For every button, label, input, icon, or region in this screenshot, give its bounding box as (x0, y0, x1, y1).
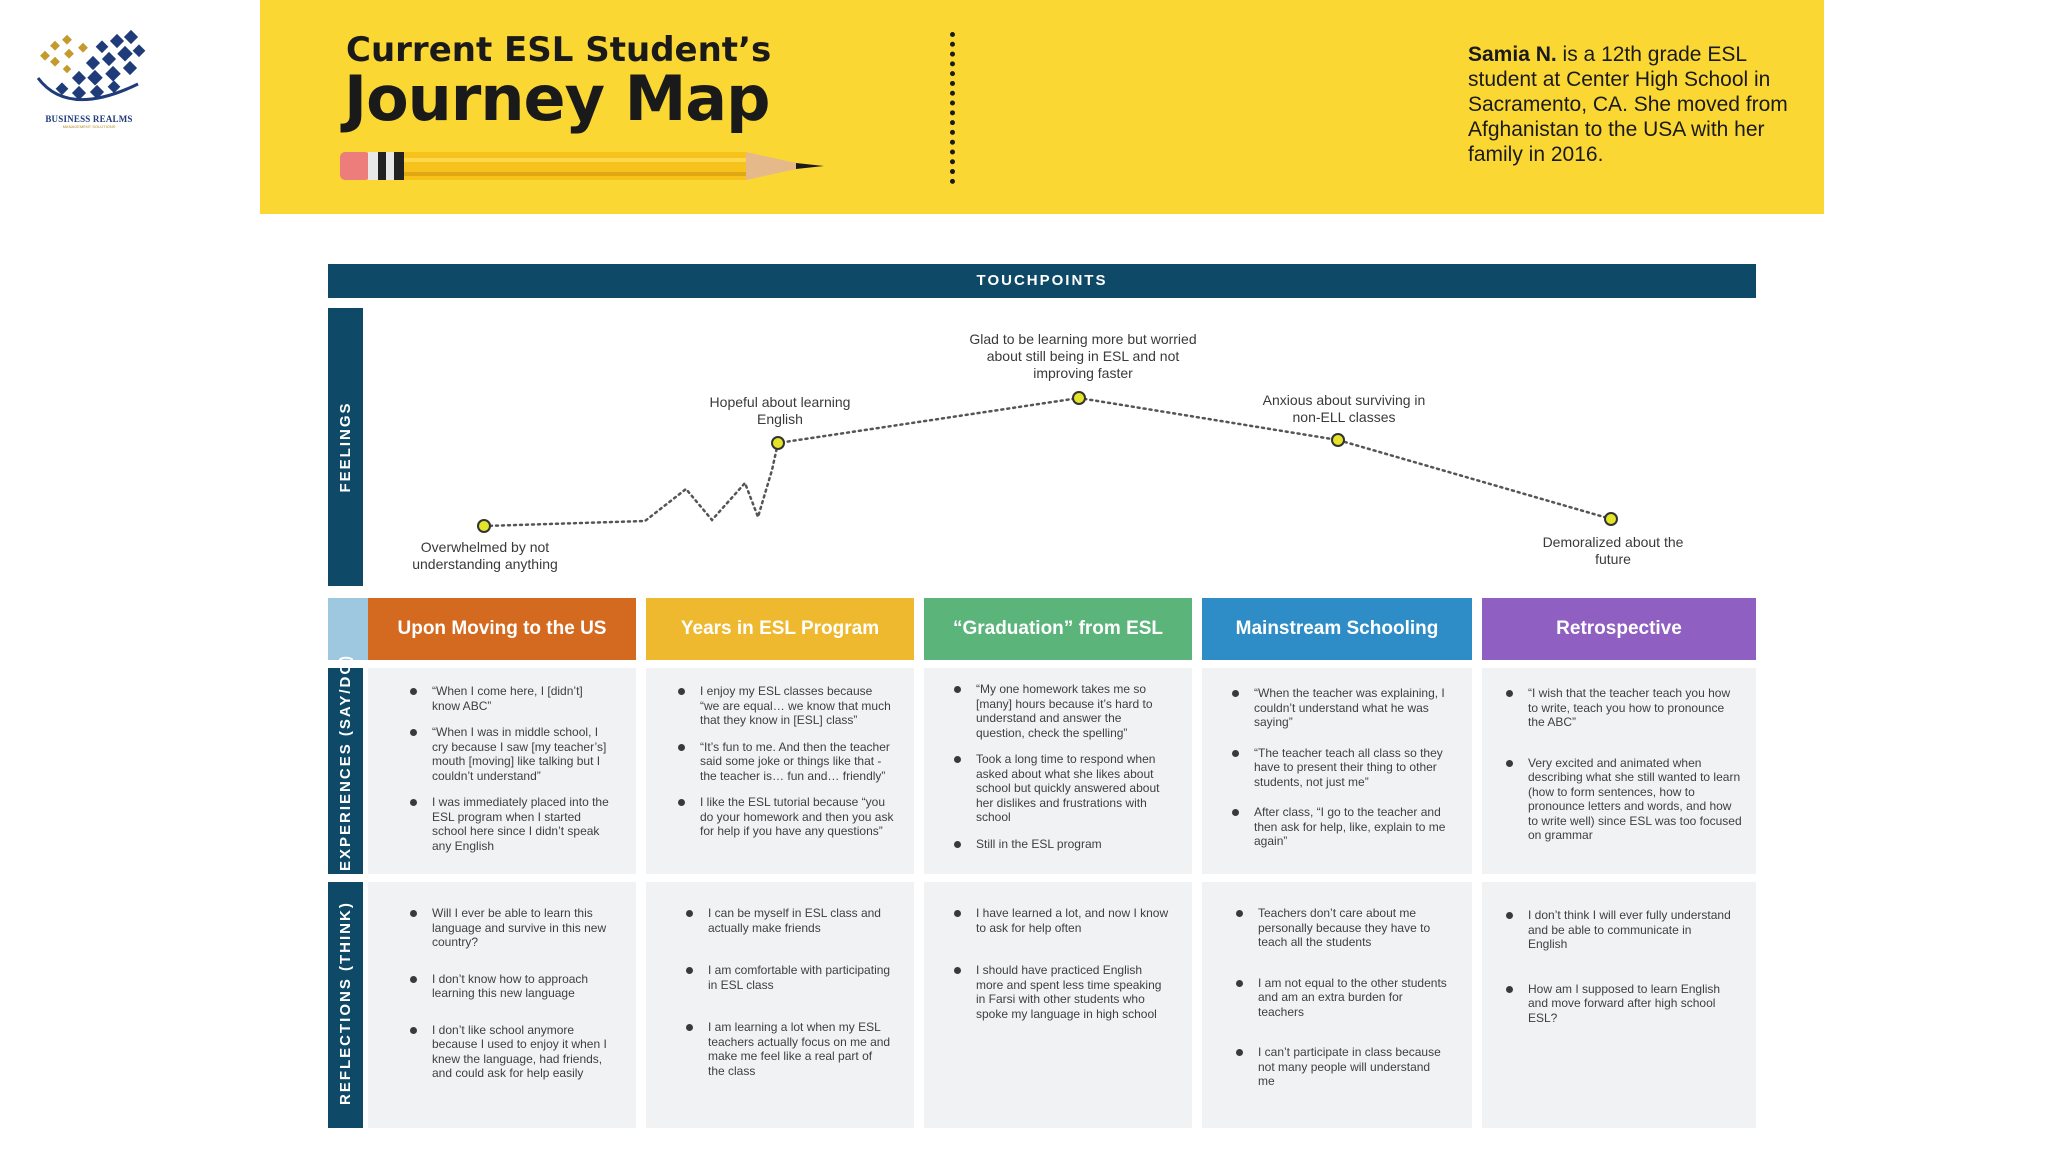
list-item: I am learning a lot when my ESL teachers… (684, 1020, 892, 1078)
touchpoints-bar: TOUCHPOINTS (328, 264, 1756, 298)
feeling-label-4: Anxious about surviving in non-ELL class… (1262, 392, 1426, 425)
list-item: I am comfortable with participating in E… (684, 963, 892, 992)
feelings-row-label: FEELINGS (328, 308, 363, 586)
pencil-icon (340, 152, 824, 180)
experiences-cell-4: “When the teacher was explaining, I coul… (1202, 668, 1472, 874)
reflections-row-label: REFLECTIONS (THINK) (328, 882, 363, 1128)
list-item: How am I supposed to learn English and m… (1504, 982, 1734, 1026)
reflections-cell-1: Will I ever be able to learn this langua… (368, 882, 636, 1128)
list-item: Will I ever be able to learn this langua… (408, 906, 614, 950)
reflections-cell-3: I have learned a lot, and now I know to … (924, 882, 1192, 1128)
feeling-point-5 (1604, 512, 1618, 526)
stage-header-2: Years in ESL Program (646, 598, 914, 660)
feeling-label-3: Glad to be learning more but worried abo… (969, 331, 1197, 381)
experiences-cell-5: “I wish that the teacher teach you how t… (1482, 668, 1756, 874)
list-item: I can be myself in ESL class and actuall… (684, 906, 892, 935)
list-item: I have learned a lot, and now I know to … (952, 906, 1170, 935)
header-divider (950, 32, 955, 184)
list-item: I can’t participate in class because not… (1234, 1045, 1450, 1089)
student-description: is a 12th grade ESL student at Center Hi… (1468, 43, 1788, 166)
feeling-point-3 (1072, 391, 1086, 405)
list-item: I like the ESL tutorial because “you do … (676, 795, 894, 839)
list-item: I am not equal to the other students and… (1234, 976, 1450, 1020)
list-item: Very excited and animated when describin… (1504, 756, 1742, 843)
stage-header-3: “Graduation” from ESL (924, 598, 1192, 660)
list-item: Teachers don’t care about me personally … (1234, 906, 1450, 950)
list-item: I don’t know how to approach learning th… (408, 972, 614, 1001)
list-item: I don’t think I will ever fully understa… (1504, 908, 1734, 952)
list-item: Took a long time to respond when asked a… (952, 752, 1172, 825)
reflections-cell-5: I don’t think I will ever fully understa… (1482, 882, 1756, 1128)
globe-logo-icon (36, 29, 146, 102)
feeling-label-1: Overwhelmed by not understanding anythin… (412, 539, 558, 572)
reflections-label: REFLECTIONS (THINK) (336, 901, 354, 1105)
list-item: I was immediately placed into the ESL pr… (408, 795, 614, 853)
list-item: “When I come here, I [didn’t] know ABC” (408, 684, 614, 713)
feeling-label-2: Hopeful about learning English (709, 394, 851, 427)
list-item: “The teacher teach all class so they hav… (1230, 746, 1450, 790)
student-intro: Samia N. is a 12th grade ESL student at … (1468, 42, 1788, 167)
list-item: I don’t like school anymore because I us… (408, 1023, 614, 1081)
list-item: “I wish that the teacher teach you how t… (1504, 686, 1742, 730)
feeling-label-5: Demoralized about the future (1542, 534, 1684, 567)
stage-header-4: Mainstream Schooling (1202, 598, 1472, 660)
logo-name: BUSINESS REALMS (45, 114, 133, 124)
experiences-label: EXPERIENCES (SAY/DO) (336, 654, 354, 871)
experiences-row-label: EXPERIENCES (SAY/DO) (328, 654, 363, 874)
student-name: Samia N. (1468, 43, 1557, 66)
list-item: I should have practiced English more and… (952, 963, 1170, 1021)
feeling-point-4 (1331, 433, 1345, 447)
reflections-cell-4: Teachers don’t care about me personally … (1202, 882, 1472, 1128)
feelings-line (482, 396, 1613, 528)
logo-tagline: MANAGEMENT SOLUTIONS (62, 124, 116, 129)
stage-header-1: Upon Moving to the US (368, 598, 636, 660)
experiences-cell-1: “When I come here, I [didn’t] know ABC” … (368, 668, 636, 874)
list-item: “When the teacher was explaining, I coul… (1230, 686, 1450, 730)
list-item: After class, “I go to the teacher and th… (1230, 805, 1450, 849)
stage-header-spacer (328, 598, 368, 660)
list-item: “My one homework takes me so [many] hour… (952, 682, 1172, 740)
reflections-cell-2: I can be myself in ESL class and actuall… (646, 882, 914, 1128)
experiences-cell-3: “My one homework takes me so [many] hour… (924, 668, 1192, 874)
list-item: “When I was in middle school, I cry beca… (408, 725, 614, 783)
feeling-point-2 (771, 436, 785, 450)
list-item: “It’s fun to me. And then the teacher sa… (676, 740, 894, 784)
experiences-cell-2: I enjoy my ESL classes because “we are e… (646, 668, 914, 874)
header-banner: Current ESL Student’s Journey Map Samia … (260, 0, 1824, 214)
feeling-point-1 (477, 519, 491, 533)
list-item: Still in the ESL program (952, 837, 1172, 852)
list-item: I enjoy my ESL classes because “we are e… (676, 684, 894, 728)
company-logo: BUSINESS REALMS MANAGEMENT SOLUTIONS (28, 18, 150, 130)
page-title: Journey Map (344, 62, 770, 135)
stage-header-5: Retrospective (1482, 598, 1756, 660)
title-line-1: Current ESL Student’s (346, 30, 772, 70)
feelings-curve (477, 391, 1618, 533)
